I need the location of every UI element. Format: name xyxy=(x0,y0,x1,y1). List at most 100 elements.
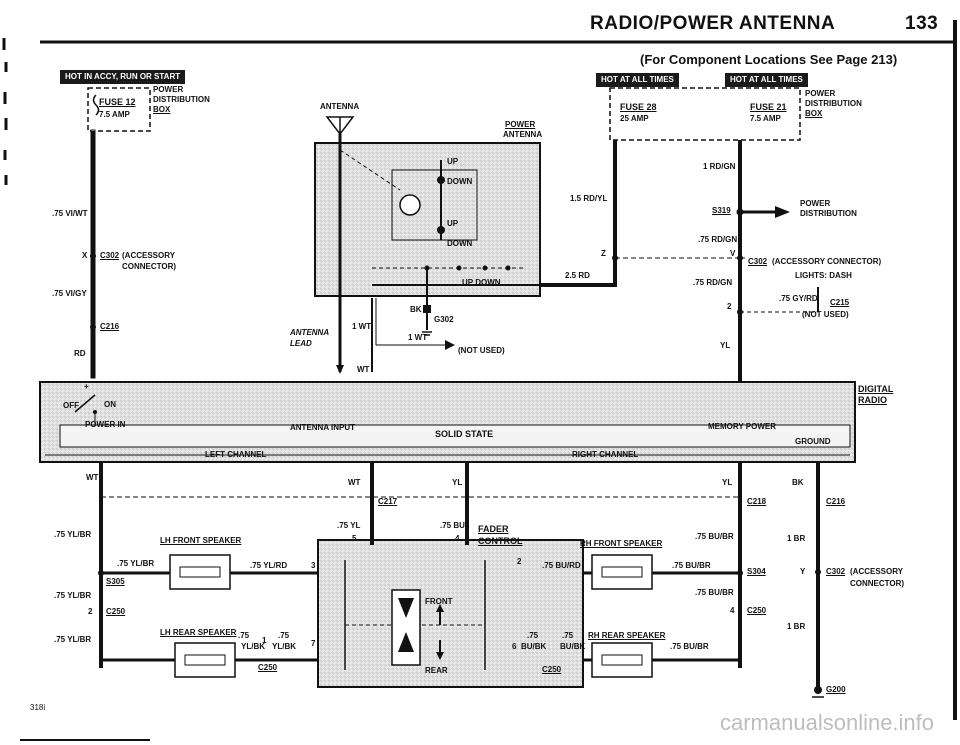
c250-label-b: C250 xyxy=(258,663,278,672)
yl-rd-label: .75 YL/RD xyxy=(250,561,288,570)
yl-label-r: YL xyxy=(722,478,733,487)
digital-radio-label-2: RADIO xyxy=(858,395,887,405)
antenna-lead-2: LEAD xyxy=(290,339,312,348)
antenna-symbol xyxy=(325,116,355,136)
fuse12-box xyxy=(87,87,151,132)
y-label: Y xyxy=(800,567,806,576)
pin-two-c: 2 xyxy=(517,557,522,566)
g302-label: G302 xyxy=(434,315,454,324)
rh-rear-speaker xyxy=(591,642,653,678)
memory-power-label: MEMORY POWER xyxy=(708,422,777,431)
down-label-1: DOWN xyxy=(447,177,473,186)
rd-25-label: 2.5 RD xyxy=(565,271,590,280)
bu-br-label-1: .75 BU/BR xyxy=(695,532,734,541)
c302-label-2: C302 xyxy=(748,257,768,266)
c217-label: C217 xyxy=(378,497,398,506)
c218-label: C218 xyxy=(747,497,767,506)
rd-gn-label-2: .75 RD/GN xyxy=(698,235,738,244)
pdb-right-2: DISTRIBUTION xyxy=(805,99,862,108)
c250-label-c: C250 xyxy=(747,606,767,615)
antenna-label: ANTENNA xyxy=(320,102,360,111)
up-down-label: UP DOWN xyxy=(462,278,501,287)
power-dist-1: POWER xyxy=(800,199,831,208)
fuse28-label: FUSE 28 xyxy=(620,102,657,112)
lh-rear-label: LH REAR SPEAKER xyxy=(160,628,237,637)
fader-label: FADER xyxy=(478,524,509,534)
front-label: FRONT xyxy=(425,597,453,606)
left-channel-label: LEFT CHANNEL xyxy=(205,450,267,459)
p75-label-a: .75 xyxy=(238,631,250,640)
solid-state-label: SOLID STATE xyxy=(435,429,494,439)
digital-radio-label-1: DIGITAL xyxy=(858,384,894,394)
c250-label-a: C250 xyxy=(106,607,126,616)
rd-label: RD xyxy=(74,349,86,358)
plus-label: + xyxy=(84,382,89,391)
yl-br-label-3: .75 YL/BR xyxy=(54,591,92,600)
vi-wt-label: .75 VI/WT xyxy=(52,209,88,218)
off-label: OFF xyxy=(63,401,79,410)
bu-bk-label-1: BU/BK xyxy=(521,642,547,651)
yl-br-label-2: .75 YL/BR xyxy=(117,559,155,568)
gy-rd-label: .75 GY/RD xyxy=(779,294,818,303)
watermark: carmanualsonline.info xyxy=(720,710,935,735)
model-label: 318i xyxy=(30,703,46,712)
wt-label-c: WT xyxy=(357,365,370,374)
fuse28-box xyxy=(609,87,801,141)
bu-bk-label-2: BU/BK xyxy=(560,642,586,651)
bu-rd-label: .75 BU/RD xyxy=(542,561,581,570)
yl-br-label-4: .75 YL/BR xyxy=(54,635,92,644)
yl-right-label: YL xyxy=(720,341,731,350)
c250-label-d: C250 xyxy=(542,665,562,674)
wt-label-l: WT xyxy=(86,473,99,482)
p75-label-d: .75 xyxy=(562,631,574,640)
power-in-label: POWER IN xyxy=(85,420,126,429)
c302-label-1: C302 xyxy=(100,251,120,260)
fuse21-label: FUSE 21 xyxy=(750,102,787,112)
bu-br-label-4: .75 BU/BR xyxy=(670,642,709,651)
s304-label: S304 xyxy=(747,567,766,576)
vi-gy-label: .75 VI/GY xyxy=(52,289,87,298)
lights-dash-label: LIGHTS: DASH xyxy=(795,271,852,280)
pin-three: 3 xyxy=(311,561,316,570)
pin-six: 6 xyxy=(512,642,517,651)
pin-seven: 7 xyxy=(311,639,316,648)
ground-label: GROUND xyxy=(795,437,831,446)
fuse28-rating: 25 AMP xyxy=(620,114,649,123)
g200-label: G200 xyxy=(826,685,846,694)
lh-front-speaker xyxy=(169,554,231,590)
hot-accy-badge: HOT IN ACCY, RUN OR START xyxy=(60,70,186,84)
page-subtitle: (For Component Locations See Page 213) xyxy=(640,52,898,67)
digital-radio-unit xyxy=(39,381,856,463)
power-dist-2: DISTRIBUTION xyxy=(800,209,857,218)
fuse12-rating: 7.5 AMP xyxy=(99,110,130,119)
antenna-input-label: ANTENNA INPUT xyxy=(290,423,356,432)
p75-label-b: .75 xyxy=(278,631,290,640)
bu-br-label-2: .75 BU/BR xyxy=(672,561,711,570)
s305-label: S305 xyxy=(106,577,125,586)
rear-label: REAR xyxy=(425,666,448,675)
x-label: X xyxy=(82,251,88,260)
bu-75-label: .75 BU xyxy=(440,521,465,530)
rh-front-speaker xyxy=(591,554,653,590)
yl-75-label: .75 YL xyxy=(337,521,361,530)
p75-label-c: .75 xyxy=(527,631,539,640)
control-label: CONTROL xyxy=(478,536,523,546)
not-used-label-1: (NOT USED) xyxy=(458,346,505,355)
s319-label: S319 xyxy=(712,206,731,215)
page-title: RADIO/POWER ANTENNA xyxy=(590,13,836,34)
wt-label-m: WT xyxy=(348,478,361,487)
yl-br-label-1: .75 YL/BR xyxy=(54,530,92,539)
pdb-right-1: POWER xyxy=(805,89,836,98)
up-label-1: UP xyxy=(447,157,459,166)
fader-control xyxy=(317,539,584,688)
pdb-label-3: BOX xyxy=(153,105,171,114)
antenna-lead-1: ANTENNA xyxy=(290,328,330,337)
up-label-2: UP xyxy=(447,219,459,228)
bk-label: BK xyxy=(410,305,422,314)
pin-four-a: 4 xyxy=(455,534,460,543)
connector-label-3: CONNECTOR) xyxy=(850,579,905,588)
br-label-1: 1 BR xyxy=(787,534,806,543)
accessory-conn-label-2: (ACCESSORY CONNECTOR) xyxy=(772,257,882,266)
pdb-label-2: DISTRIBUTION xyxy=(153,95,210,104)
